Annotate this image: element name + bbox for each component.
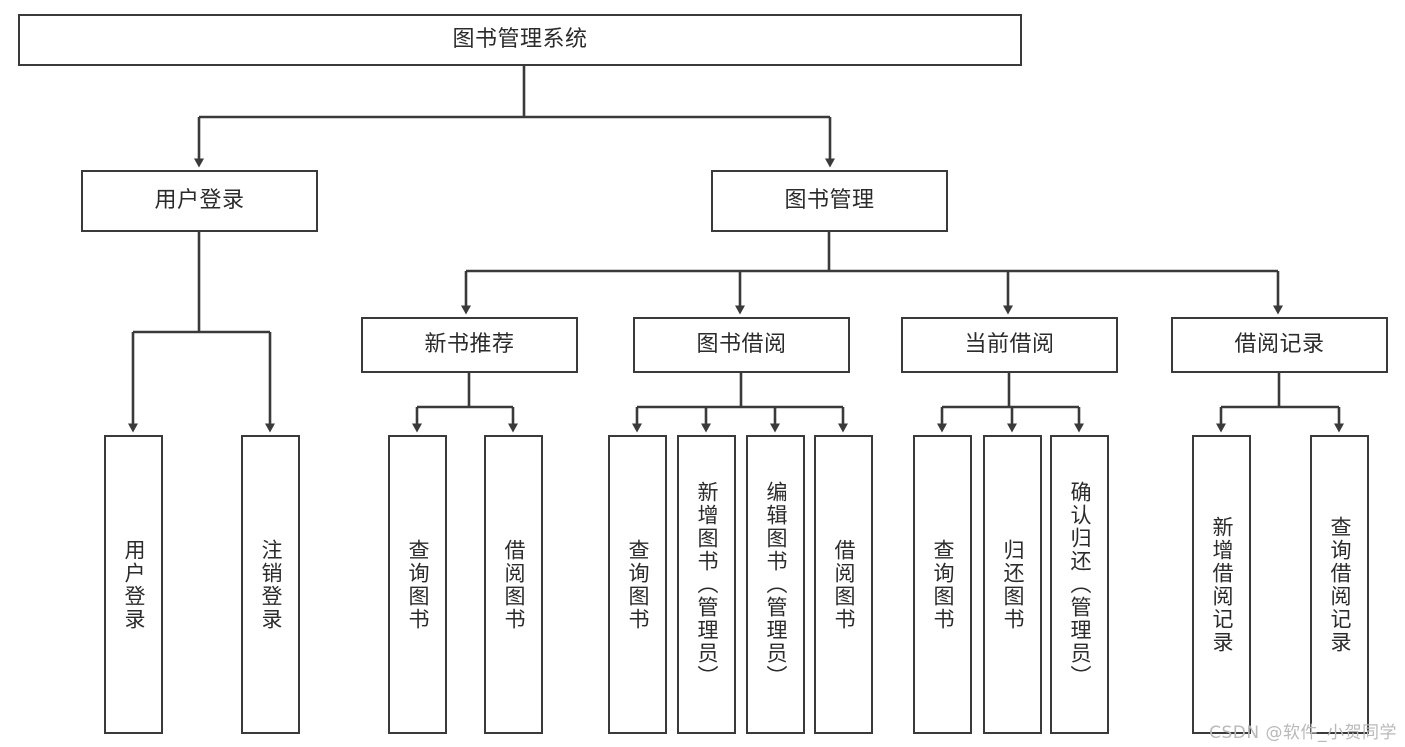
node-leaf_query_book_1-label: 查询图书: [405, 538, 430, 631]
node-root[interactable]: 图书管理系统: [18, 14, 1022, 66]
node-current_borrow[interactable]: 当前借阅: [901, 317, 1118, 373]
node-leaf_edit_book-label: 编辑图书（管理员）: [763, 481, 788, 688]
watermark: CSDN @软件_小贺同学: [1209, 723, 1397, 743]
node-leaf_confirm_return-label: 确认归还（管理员）: [1067, 481, 1092, 688]
node-leaf_edit_book[interactable]: 编辑图书（管理员）: [746, 435, 805, 734]
node-leaf_add_book-label: 新增图书（管理员）: [694, 481, 719, 688]
node-leaf_query_book_3-label: 查询图书: [930, 538, 955, 631]
node-current_borrow-label: 当前借阅: [964, 331, 1055, 357]
node-user_login[interactable]: 用户登录: [81, 170, 318, 232]
node-new_book_rec-label: 新书推荐: [424, 331, 515, 357]
node-book_borrow[interactable]: 图书借阅: [633, 317, 850, 373]
node-leaf_query_book_2[interactable]: 查询图书: [608, 435, 667, 734]
node-leaf_query_book_1[interactable]: 查询图书: [388, 435, 447, 734]
node-book_borrow-label: 图书借阅: [696, 331, 787, 357]
node-leaf_logout[interactable]: 注销登录: [241, 435, 300, 734]
node-leaf_add_book[interactable]: 新增图书（管理员）: [677, 435, 736, 734]
node-leaf_borrow_book_2-label: 借阅图书: [831, 538, 856, 631]
node-leaf_query_record-label: 查询借阅记录: [1327, 515, 1352, 654]
node-leaf_query_book_3[interactable]: 查询图书: [913, 435, 972, 734]
node-root-label: 图书管理系统: [452, 26, 588, 52]
node-leaf_query_record[interactable]: 查询借阅记录: [1310, 435, 1369, 734]
node-leaf_user_login[interactable]: 用户登录: [104, 435, 163, 734]
node-leaf_borrow_book_1[interactable]: 借阅图书: [484, 435, 543, 734]
node-book_manage-label: 图书管理: [784, 187, 875, 213]
node-book_manage[interactable]: 图书管理: [711, 170, 948, 232]
node-leaf_borrow_book_2[interactable]: 借阅图书: [814, 435, 873, 734]
node-leaf_logout-label: 注销登录: [258, 538, 283, 631]
node-borrow_record-label: 借阅记录: [1234, 331, 1325, 357]
node-leaf_add_record-label: 新增借阅记录: [1209, 515, 1234, 654]
node-leaf_return_book[interactable]: 归还图书: [983, 435, 1042, 734]
node-user_login-label: 用户登录: [154, 187, 245, 213]
node-leaf_return_book-label: 归还图书: [1000, 538, 1025, 631]
node-leaf_user_login-label: 用户登录: [121, 538, 146, 631]
node-leaf_confirm_return[interactable]: 确认归还（管理员）: [1050, 435, 1109, 734]
node-leaf_borrow_book_1-label: 借阅图书: [501, 538, 526, 631]
node-leaf_add_record[interactable]: 新增借阅记录: [1192, 435, 1251, 734]
node-leaf_query_book_2-label: 查询图书: [625, 538, 650, 631]
node-borrow_record[interactable]: 借阅记录: [1171, 317, 1388, 373]
node-new_book_rec[interactable]: 新书推荐: [361, 317, 578, 373]
